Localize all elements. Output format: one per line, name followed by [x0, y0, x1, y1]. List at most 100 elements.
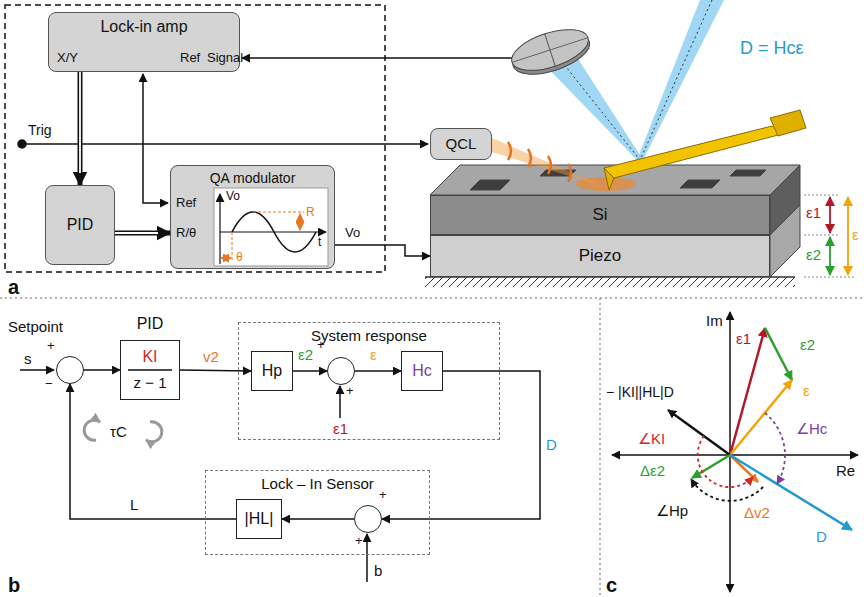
symbol-label: Δv2 [744, 504, 770, 521]
symbol-label: Im [706, 312, 723, 329]
signal-label: L [130, 496, 138, 513]
cantilever-part [770, 110, 806, 136]
qa-plot-part [214, 188, 328, 266]
cantilever-part [604, 168, 614, 190]
node-text: X/Y [57, 51, 78, 66]
photodetector-part [507, 21, 594, 78]
laser-beam-part [551, 0, 712, 160]
phasor-plot-part [730, 380, 792, 455]
qcl-beam-part [492, 138, 608, 188]
node-text: Signal [207, 51, 243, 66]
node-text: PID [121, 315, 179, 333]
symbol-label: ∠Hc [796, 420, 827, 437]
node-text: Lock-in amp [49, 18, 239, 36]
node-text: R/θ [176, 226, 196, 241]
phasor-plot-part [691, 479, 763, 501]
node-text: Lock – In Sensor [206, 475, 429, 492]
phasor-plot-part [730, 328, 765, 455]
symbol-label: ε2 [800, 336, 815, 353]
symbol-label: s [24, 350, 32, 367]
symbol-label: ε [803, 382, 810, 399]
laser-beam-part [637, 0, 724, 160]
phasor-plot-part [765, 328, 792, 380]
connector [335, 245, 430, 256]
node-text: Piezo [579, 246, 622, 266]
qa-plot-part [221, 257, 231, 259]
instrument-frame-part [5, 5, 385, 272]
connector-line [180, 370, 251, 371]
signal-label: v2 [203, 348, 219, 365]
signal-inputs-part [20, 369, 54, 371]
qcl-beam-part [508, 142, 571, 182]
trigger-wire-part [142, 74, 144, 144]
connector-line [293, 370, 327, 372]
signal-wire-part [242, 57, 512, 59]
phasor-plot-part [612, 454, 858, 456]
connectors [70, 72, 540, 519]
phasor-plot-part [730, 455, 852, 530]
panel-divider-part [599, 298, 601, 597]
qa-plot-part [253, 212, 304, 213]
signal-label: D [546, 436, 557, 453]
group-box: |HL|++Lock – In Sensor [205, 470, 430, 555]
laser-beam [536, 0, 724, 160]
connector-line [115, 231, 170, 236]
signal-wire [242, 58, 512, 59]
node-text: + [379, 488, 387, 503]
connector [293, 371, 327, 372]
connector-line [335, 245, 430, 256]
strain-arrows [804, 195, 856, 277]
node-text: Hp [262, 362, 282, 380]
trigger-wire-part [143, 144, 168, 203]
node-text: + [355, 534, 363, 549]
transfer-block: Hp [251, 351, 293, 391]
sample-block-part [770, 205, 800, 277]
qa-plot-part [232, 212, 316, 252]
symbol-label: D = Hcε [740, 38, 804, 59]
symbol-label: Setpoint [8, 318, 63, 335]
node-text: QCL [446, 135, 477, 152]
connector-line [79, 72, 81, 173]
cantilever-part [604, 126, 782, 178]
strain-arrows-part [804, 195, 856, 277]
phasor-plot-part [765, 413, 785, 484]
symbol-label: D [816, 528, 827, 545]
group-box: Hp++HcSystem response [238, 322, 500, 440]
symbol-label: − |KI||HL|D [606, 384, 674, 400]
connector-line [78, 72, 83, 185]
strain-arrows-part [829, 197, 831, 233]
node-text: + [47, 339, 55, 354]
panel-letter: c [606, 574, 617, 597]
panel-letter: a [8, 276, 19, 299]
symbol-label: Δε2 [640, 462, 665, 479]
qa-plot-part [170, 165, 335, 269]
signal-inputs-part [339, 386, 341, 418]
photodetector-part [507, 21, 594, 78]
node-text: |HL| [245, 510, 274, 528]
node-text: QA modulator [171, 170, 334, 186]
connector [282, 519, 354, 520]
photodetector [507, 21, 595, 82]
node-text: KI [121, 348, 179, 366]
piezo-layer: Piezo [430, 235, 770, 277]
symbol-label: ε1 [333, 420, 348, 437]
symbol-label: Trig [28, 122, 52, 138]
node-text: + [346, 384, 354, 399]
signal-label: ε [370, 346, 377, 363]
instrument-frame [5, 5, 385, 272]
summing-junction: ++ [354, 505, 382, 533]
transfer-block: |HL| [236, 499, 282, 539]
connector-line [84, 369, 120, 371]
node-text: Ref [180, 51, 200, 66]
connector [355, 371, 401, 372]
connector-line [355, 370, 401, 372]
symbol-label: Re [836, 462, 855, 479]
connector [115, 233, 170, 234]
qa-plot [170, 165, 335, 269]
connector-line [382, 371, 540, 519]
node-text: − [45, 377, 53, 392]
symbol-label: ε1 [736, 330, 751, 347]
signal-inputs-part [366, 534, 368, 582]
instrument-box: PID [45, 185, 115, 265]
loop-arrows [84, 420, 162, 442]
